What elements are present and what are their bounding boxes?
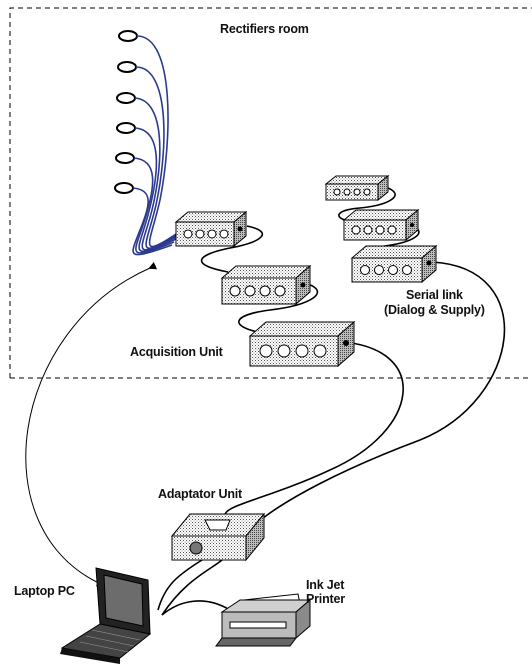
rectifiers-room-label: Rectifiers room	[220, 22, 309, 36]
printer-label-line1: Ink Jet	[306, 578, 345, 592]
sensor-cables	[132, 35, 183, 256]
sensor-ring	[115, 152, 135, 164]
serial-module-c	[350, 244, 438, 284]
acquisition-unit-box	[248, 320, 356, 368]
acquisition-module-2	[220, 264, 312, 306]
sensor-ring	[116, 92, 136, 104]
adaptator-unit-box	[170, 512, 266, 562]
sensor-ring	[117, 61, 137, 73]
sensor-rings	[114, 30, 138, 194]
laptop-pc-label: Laptop PC	[14, 584, 75, 598]
acquisition-unit-label: Acquisition Unit	[130, 345, 223, 359]
laptop-link-arrow	[25, 261, 158, 587]
connector-unit-1	[174, 210, 248, 248]
printer-label: Ink Jet Printer	[306, 578, 345, 606]
rectifiers-room-boundary	[9, 7, 532, 379]
printer-label-line2: Printer	[306, 592, 345, 606]
serial-module-b	[342, 208, 420, 242]
sensor-ring	[116, 122, 136, 134]
serial-module-a	[324, 174, 390, 202]
laptop-illustration	[60, 567, 152, 664]
sensor-ring	[118, 30, 138, 42]
printer-illustration	[215, 593, 312, 647]
serial-link-label-line1: Serial link	[405, 288, 463, 302]
serial-link-label-line2: (Dialog & Supply)	[384, 303, 485, 317]
adaptator-unit-label: Adaptator Unit	[158, 487, 242, 501]
sensor-ring	[114, 182, 134, 194]
serial-link-label: Serial link (Dialog & Supply)	[384, 288, 485, 318]
